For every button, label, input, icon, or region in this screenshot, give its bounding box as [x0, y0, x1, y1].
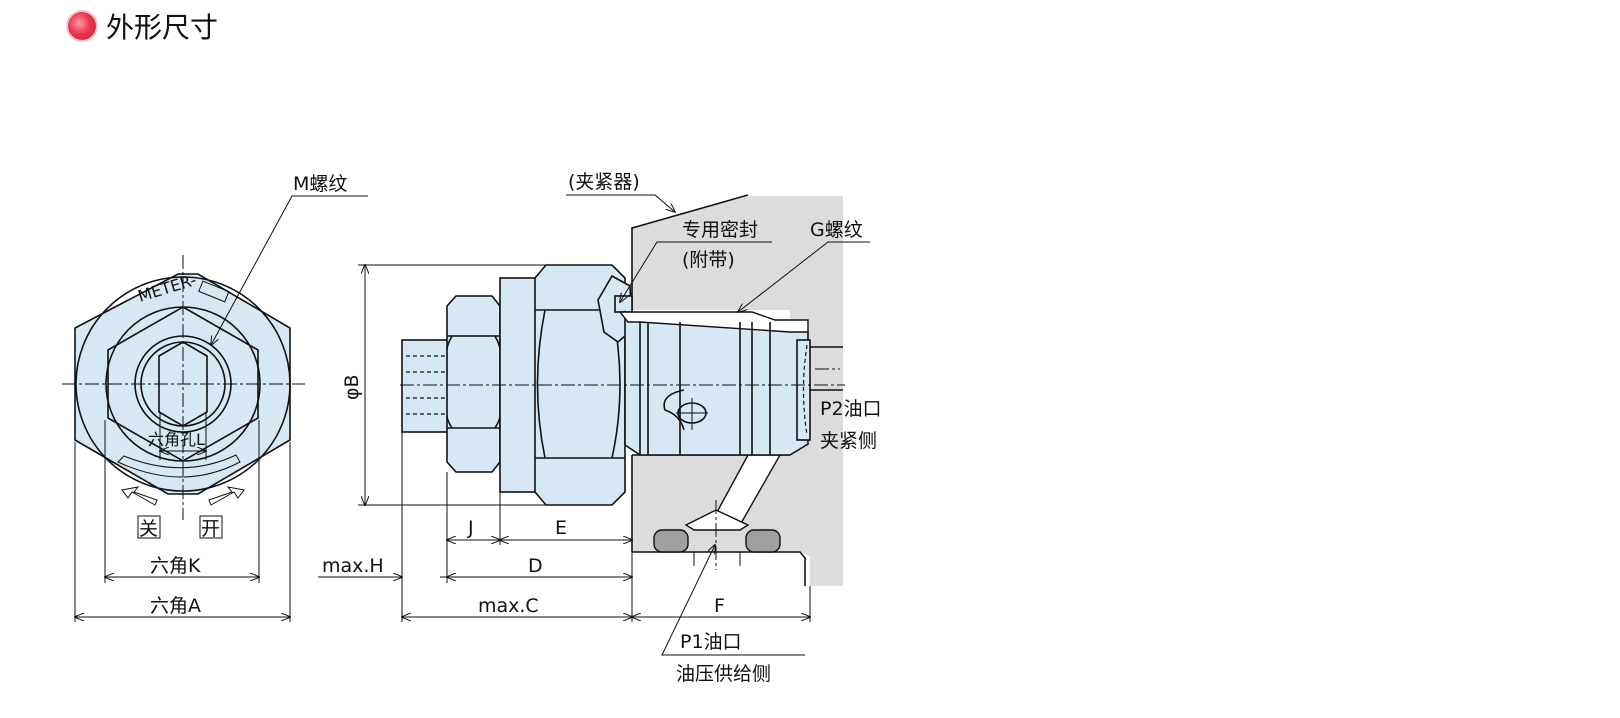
open-arrow-icon: [208, 486, 245, 506]
p1-side-label: 油压供给侧: [676, 663, 771, 685]
dim-j-label: J: [467, 517, 474, 539]
dim-e-label: E: [555, 517, 567, 539]
phi-b-label: φB: [341, 374, 363, 400]
seal-label-line2: (附带): [682, 249, 735, 271]
side-view: φB (夹紧器) 专用密封 (附带) G螺纹 P2油口 夹紧侧 J E D ma…: [318, 171, 882, 685]
clamp-label: (夹紧器): [568, 171, 640, 193]
threaded-stub: [401, 339, 449, 433]
dim-f-label: F: [714, 595, 725, 617]
p1-port-label: P1油口: [680, 631, 742, 653]
seal-label-line1: 专用密封: [682, 219, 758, 241]
hex-k-label: 六角K: [150, 555, 201, 577]
p2-side-label: 夹紧侧: [820, 430, 877, 452]
dim-max-h-label: max.H: [322, 555, 384, 577]
red-bullet-icon: [68, 12, 96, 40]
front-view: METER- M螺纹 六角孔L 关 开 六角K 六角A: [62, 173, 368, 622]
open-label: 开: [201, 518, 220, 540]
p2-port-label: P2油口: [820, 398, 882, 420]
close-arrow-icon: [121, 486, 158, 506]
hex-a-label: 六角A: [150, 595, 201, 617]
hex-hole-l-label: 六角孔L: [148, 430, 205, 449]
small-hex-nut: [446, 295, 501, 473]
g-thread-label: G螺纹: [810, 219, 863, 241]
section-header: 外形尺寸: [68, 6, 218, 46]
dim-d-label: D: [528, 555, 543, 577]
threaded-body: [624, 310, 809, 456]
m-thread-label: M螺纹: [293, 173, 347, 195]
dim-max-c-label: max.C: [478, 595, 539, 617]
section-title: 外形尺寸: [106, 11, 219, 44]
clamp-body: [632, 196, 843, 586]
close-label: 关: [139, 518, 158, 540]
